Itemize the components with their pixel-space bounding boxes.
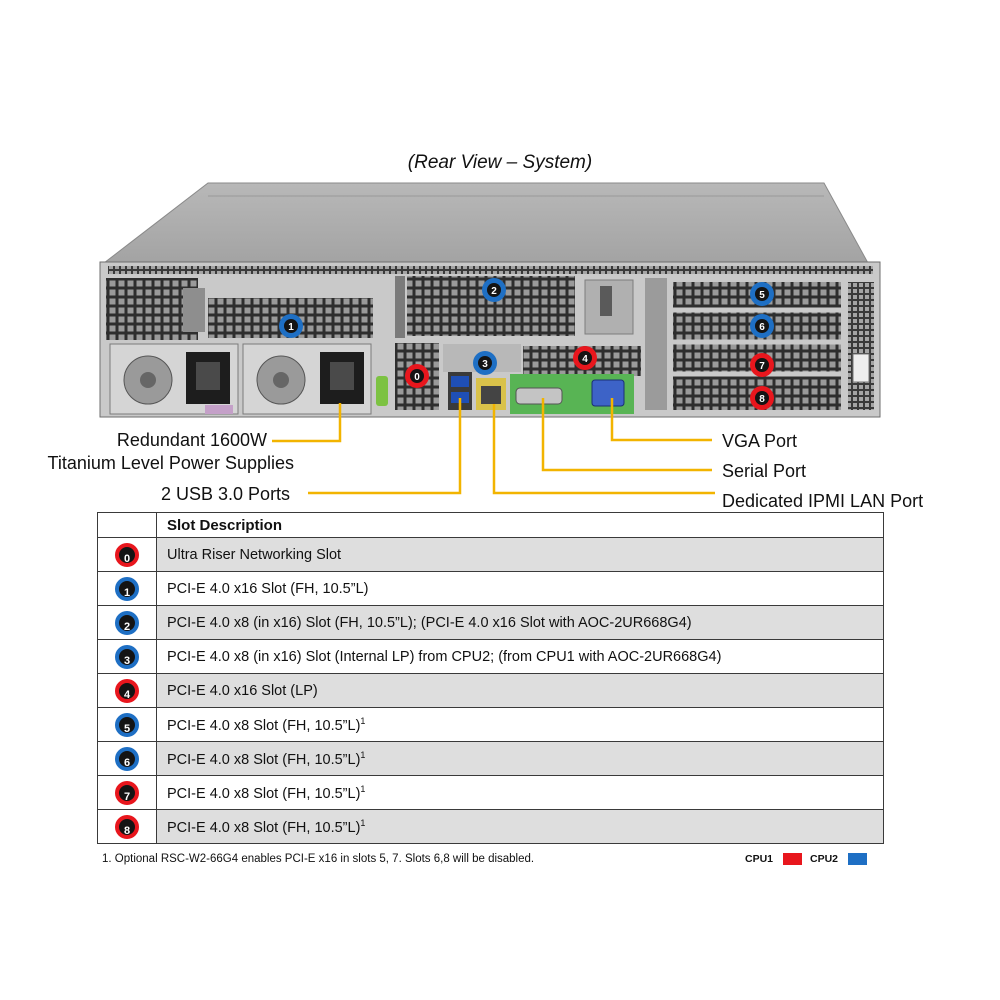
slot-number-badge: 3 [115,644,139,669]
footnote-marker: 1 [360,715,366,726]
slot-number-cell: 1 [97,571,157,606]
slot-description-text: PCI-E 4.0 x8 Slot (FH, 10.5”L) [167,785,361,802]
slot-description-text: PCI-E 4.0 x8 (in x16) Slot (Internal LP)… [167,648,722,665]
usb-callout-line [308,398,462,495]
slot-marker-1: 1 [279,314,303,338]
power-callout-line2: Titanium Level Power Supplies [47,453,294,473]
slot-number-cell: 3 [97,639,157,674]
slot-description-text: PCI-E 4.0 x16 Slot (LP) [167,682,318,699]
slot-number-cell: 0 [97,537,157,572]
slot-marker-8: 8 [750,386,774,410]
table-row: 5 PCI-E 4.0 x8 Slot (FH, 10.5”L)1 [97,707,884,742]
slot-number-badge: 5 [115,712,139,737]
slot-markers: 0 1 2 3 4 5 6 7 8 [279,278,774,410]
legend-cpu1-swatch [783,853,802,865]
slot-description-cell: PCI-E 4.0 x8 Slot (FH, 10.5”L)1 [156,741,884,776]
footnote-marker: 1 [360,817,366,828]
slot-marker-number: 3 [482,359,488,370]
slot-description-text: PCI-E 4.0 x8 Slot (FH, 10.5”L) [167,751,361,768]
table-row: 1 PCI-E 4.0 x16 Slot (FH, 10.5”L) [97,571,884,606]
slot-marker-number: 6 [759,322,765,333]
slot-description-table: Slot Description 0 Ultra Riser Networking… [97,512,884,844]
power-callout-line1: Redundant 1600W [116,430,267,450]
slot-number-cell: 8 [97,809,157,844]
slot-marker-3: 3 [473,351,497,375]
slot-description-text: PCI-E 4.0 x16 Slot (FH, 10.5”L) [167,580,369,597]
slot-marker-7: 7 [750,353,774,377]
ipmi-callout-line [492,404,715,495]
vga-callout-line [610,398,712,442]
ipmi-callout: Dedicated IPMI LAN Port [722,491,924,511]
chassis-rear-panel [99,261,881,418]
slot-number-badge: 7 [115,780,139,805]
power-callout-line [272,403,342,443]
footnote: 1. Optional RSC-W2-66G4 enables PCI-E x1… [102,853,535,865]
table-row: 8 PCI-E 4.0 x8 Slot (FH, 10.5”L)1 [97,809,884,844]
diagram-caption: (Rear View – System) [407,152,593,173]
slot-description-cell: PCI-E 4.0 x8 (in x16) Slot (FH, 10.5”L);… [156,605,884,640]
slot-marker-5: 5 [750,282,774,306]
power-supply-callout: Redundant 1600W Titanium Level Power Sup… [29,429,294,475]
footnote-marker: 1 [360,783,366,794]
slot-marker-2: 2 [482,278,506,302]
slot-number-cell: 4 [97,673,157,708]
slot-marker-number: 5 [759,290,765,301]
table-header-slot-description: Slot Description [156,512,884,538]
footnote-marker: 1 [360,749,366,760]
serial-callout-line [541,398,712,472]
table-header-row: Slot Description [97,512,884,538]
slot-marker-number: 7 [759,361,765,372]
chassis-top-cover [102,182,869,264]
table-row: 4 PCI-E 4.0 x16 Slot (LP) [97,673,884,708]
legend-cpu1-label: CPU1 [745,853,774,865]
slot-marker-4: 4 [573,346,597,370]
slot-marker-number: 1 [288,322,294,333]
slot-number-badge: 8 [115,814,139,839]
slot-number-badge: 0 [115,542,139,567]
slot-number-cell: 5 [97,707,157,742]
table-row: 2 PCI-E 4.0 x8 (in x16) Slot (FH, 10.5”L)… [97,605,884,640]
callout-lines [272,398,715,495]
slot-description-cell: Ultra Riser Networking Slot [156,537,884,572]
slot-description-text: PCI-E 4.0 x8 Slot (FH, 10.5”L) [167,819,361,836]
slot-marker-0: 0 [405,364,429,388]
slot-marker-6: 6 [750,314,774,338]
slot-number-badge: 6 [115,746,139,771]
slot-marker-number: 0 [414,372,420,383]
slot-description-cell: PCI-E 4.0 x8 (in x16) Slot (Internal LP)… [156,639,884,674]
table-row: 3 PCI-E 4.0 x8 (in x16) Slot (Internal LP… [97,639,884,674]
slot-description-text: PCI-E 4.0 x8 (in x16) Slot (FH, 10.5”L);… [167,614,692,631]
slot-description-cell: PCI-E 4.0 x8 Slot (FH, 10.5”L)1 [156,809,884,844]
table-header-blank [97,512,157,538]
slot-number-cell: 2 [97,605,157,640]
table-row: 7 PCI-E 4.0 x8 Slot (FH, 10.5”L)1 [97,775,884,810]
slot-number-badge: 1 [115,576,139,601]
slot-number-cell: 7 [97,775,157,810]
slot-marker-number: 4 [582,354,588,365]
slot-marker-number: 8 [759,394,765,405]
legend-cpu2-label: CPU2 [810,853,839,865]
legend-cpu2-swatch [848,853,867,865]
slot-description-cell: PCI-E 4.0 x16 Slot (FH, 10.5”L) [156,571,884,606]
table-row: 0 Ultra Riser Networking Slot [97,537,884,572]
slot-number-badge: 2 [115,610,139,635]
table-row: 6 PCI-E 4.0 x8 Slot (FH, 10.5”L)1 [97,741,884,776]
slot-number-badge: 4 [115,678,139,703]
slot-description-text: Ultra Riser Networking Slot [167,546,342,563]
slot-description-text: PCI-E 4.0 x8 Slot (FH, 10.5”L) [167,717,361,734]
slot-description-cell: PCI-E 4.0 x16 Slot (LP) [156,673,884,708]
slot-description-cell: PCI-E 4.0 x8 Slot (FH, 10.5”L)1 [156,775,884,810]
slot-marker-number: 2 [491,286,497,297]
vga-callout: VGA Port [722,431,798,451]
slot-description-cell: PCI-E 4.0 x8 Slot (FH, 10.5”L)1 [156,707,884,742]
slot-number-cell: 6 [97,741,157,776]
serial-callout: Serial Port [722,461,807,481]
usb-callout: 2 USB 3.0 Ports [161,484,291,504]
